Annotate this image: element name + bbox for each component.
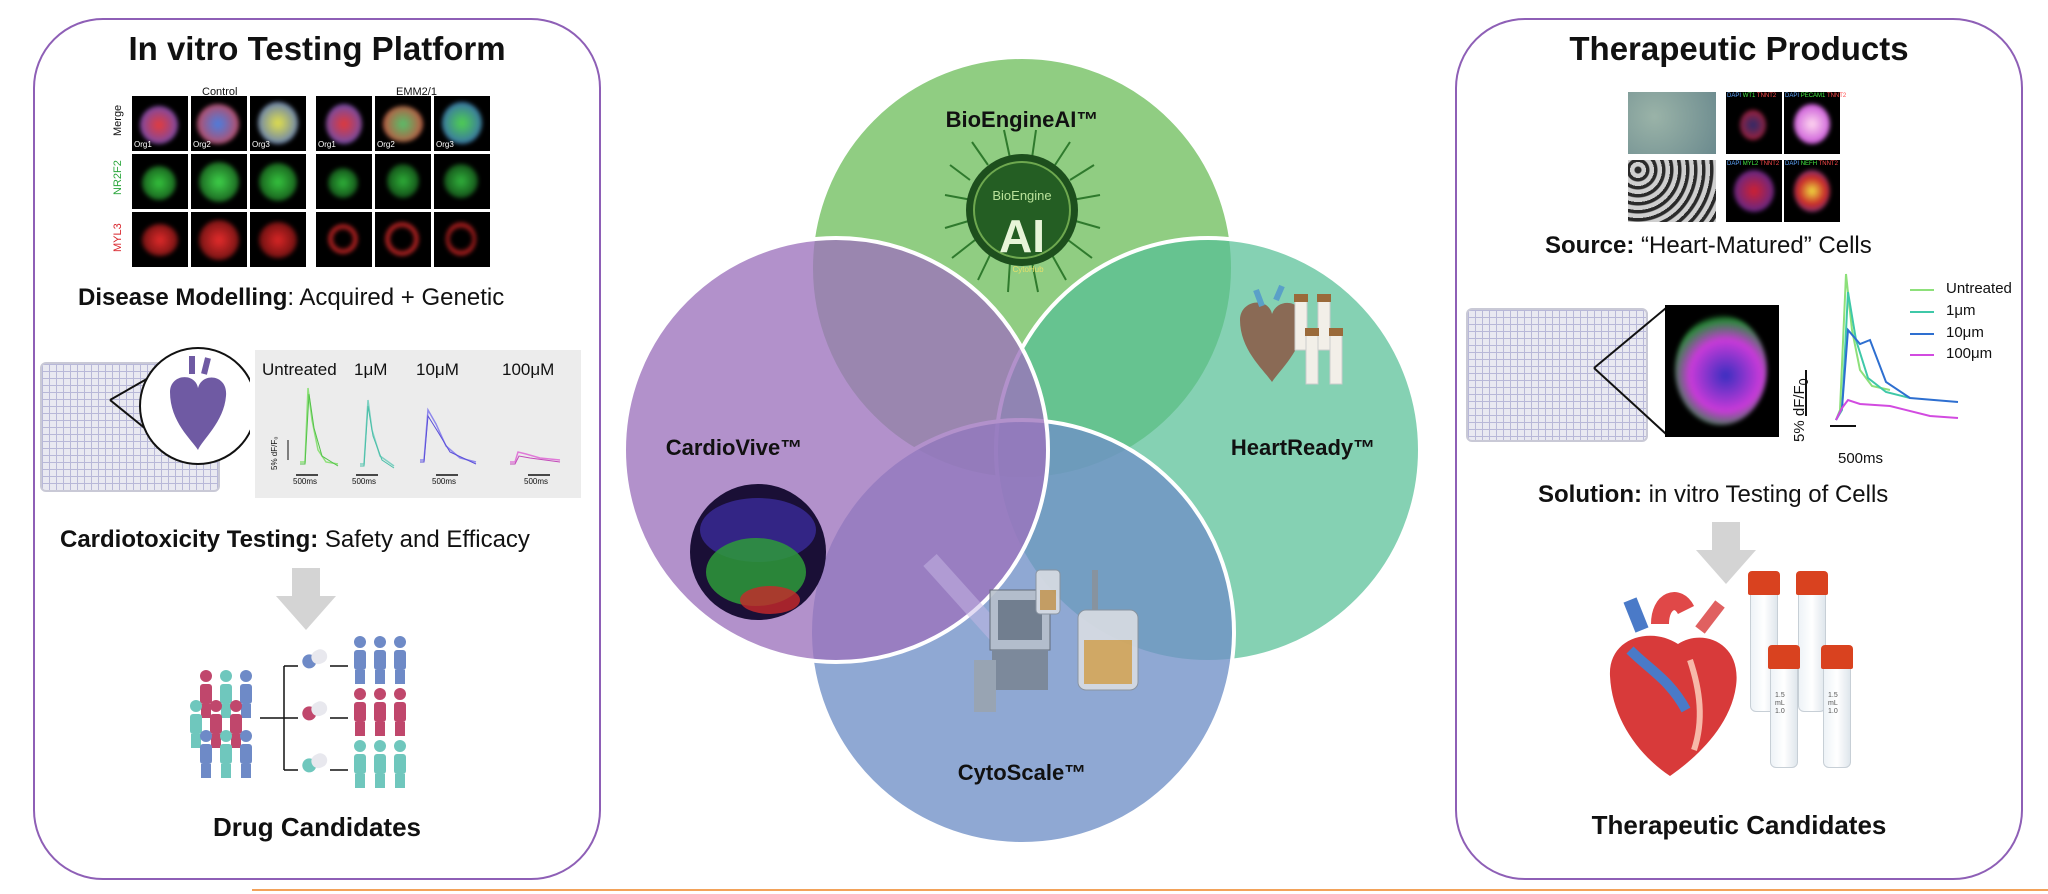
group-label-emm: EMM2/1: [396, 86, 437, 98]
calcium-trace-chart: [1805, 273, 1959, 427]
legend-10um: 10μm: [1946, 324, 1984, 341]
trace-scale-x: 500ms: [524, 477, 549, 486]
vial-icon: [1821, 645, 1853, 768]
therapeutic-products-title: Therapeutic Products: [1569, 30, 1909, 67]
heart-zoom: [109, 347, 250, 465]
footer-divider: [252, 889, 2048, 891]
stain-image: [1784, 160, 1840, 222]
trace-label-1um: 1μM: [354, 360, 388, 379]
micrograph-cell: [316, 154, 372, 209]
micrograph-cell: [375, 96, 431, 151]
org-label: Org2: [377, 140, 395, 149]
source-caption: Source: “Heart-Matured” Cells: [1545, 232, 1872, 259]
trace-scale-x: 500ms: [293, 477, 318, 486]
org-label: Org1: [318, 140, 336, 149]
micrograph-grid-control: [132, 96, 306, 267]
trace-scale-y: 5% dF/F0: [1791, 378, 1811, 442]
stain-image: [1726, 160, 1782, 222]
stain-label: DAPI PECAM1 TNNT2: [1785, 93, 1847, 99]
solution-caption: Solution: in vitro Testing of Cells: [1538, 481, 1889, 508]
micrograph-cell: [434, 154, 490, 209]
micrograph-cell: [191, 212, 247, 267]
micrograph-cell: [316, 96, 372, 151]
ai-chip-big-label: AI: [999, 210, 1045, 262]
micrograph-cell: [434, 96, 490, 151]
organoid-stain-image: [1665, 305, 1779, 437]
legend-1um: 1μm: [1946, 302, 1976, 319]
therapeutic-candidates-label: Therapeutic Candidates: [1591, 810, 1887, 840]
vial-icon: [1768, 645, 1800, 768]
stain-label: DAPI WT1 TNNT2: [1727, 93, 1777, 99]
patient-stratification-graphic: [190, 636, 406, 788]
calcium-trace-figure: [255, 350, 581, 498]
venn-label-heartready: HeartReady™: [1231, 435, 1375, 460]
micrograph-cell: [250, 96, 306, 151]
trace-label-10um: 10μM: [416, 360, 459, 379]
micrograph-cell: [375, 154, 431, 209]
ai-chip-brand-label: CytoHub: [1012, 265, 1044, 274]
micrograph-cell: [375, 212, 431, 267]
stain-image: [1784, 92, 1840, 154]
well-plate: [1466, 308, 1648, 442]
trace-scale-x: 500ms: [352, 477, 377, 486]
micrograph-cell: [250, 154, 306, 209]
venn-label-cardiovive: CardioVive™: [666, 435, 803, 460]
cell-culture-image: [1628, 160, 1716, 222]
micrograph-cell: [191, 96, 247, 151]
venn-diagram: BioEngine AI CytoHub BioEngineAI™ Cardio…: [622, 55, 1422, 846]
trace-label-100um: 100μM: [502, 360, 555, 379]
organoid-image: [690, 484, 826, 620]
micrograph-cell: [250, 212, 306, 267]
micrograph-grid-emm: [316, 96, 490, 267]
patient-population-icon: [190, 670, 252, 778]
heart-vials-icon: [1240, 284, 1343, 385]
venn-label-bioengine: BioEngineAI™: [946, 107, 1099, 132]
trace-label-untreated: Untreated: [262, 360, 337, 379]
legend-100um: 100μm: [1946, 345, 1993, 362]
org-label: Org2: [193, 140, 211, 149]
down-arrow-icon: [276, 568, 336, 630]
down-arrow-icon: [1696, 522, 1756, 584]
venn-label-cytoscale: CytoScale™: [958, 760, 1086, 785]
micrograph-cell: [316, 212, 372, 267]
heart-illustration: [1609, 592, 1737, 776]
pill-icon: [302, 701, 328, 721]
stain-label: DAPI NEFH TNNT2: [1785, 161, 1838, 167]
drug-candidates-label: Drug Candidates: [212, 812, 422, 842]
cardiotox-caption: Cardiotoxicity Testing: Safety and Effic…: [60, 526, 530, 553]
micrograph-cell: [132, 212, 188, 267]
stain-image: [1726, 92, 1782, 154]
group-label-control: Control: [202, 86, 238, 98]
in-vitro-title: In vitro Testing Platform: [128, 30, 506, 67]
trace-scale-x: 500ms: [432, 477, 457, 486]
micrograph-cell: [434, 212, 490, 267]
org-label: Org1: [134, 140, 152, 149]
zoom-lines: [1593, 307, 1667, 435]
stain-label: DAPI MYL2 TNNT2: [1727, 161, 1780, 167]
bioreactor-icon: [923, 553, 1139, 712]
micrograph-cell: [132, 154, 188, 209]
row-label-nr2f2: NR2F2: [112, 160, 124, 195]
ai-chip-icon: [944, 129, 1101, 293]
row-label-myl3: MYL3: [112, 223, 124, 252]
org-label: Org3: [436, 140, 454, 149]
disease-modelling-caption: Disease Modelling: Acquired + Genetic: [78, 284, 505, 311]
cell-culture-image: [1628, 92, 1716, 154]
trace-scale-y: 5% dF/F₀: [270, 436, 279, 470]
row-label-merge: Merge: [112, 104, 124, 136]
pill-icon: [302, 753, 328, 773]
ai-chip-small-label: BioEngine: [992, 188, 1051, 203]
micrograph-cell: [132, 96, 188, 151]
calcium-traces: [287, 387, 561, 476]
trace-scale-x: 500ms: [1838, 450, 1884, 467]
legend-untreated: Untreated: [1946, 280, 2012, 297]
pill-icon: [302, 649, 328, 669]
org-label: Org3: [252, 140, 270, 149]
micrograph-cell: [191, 154, 247, 209]
